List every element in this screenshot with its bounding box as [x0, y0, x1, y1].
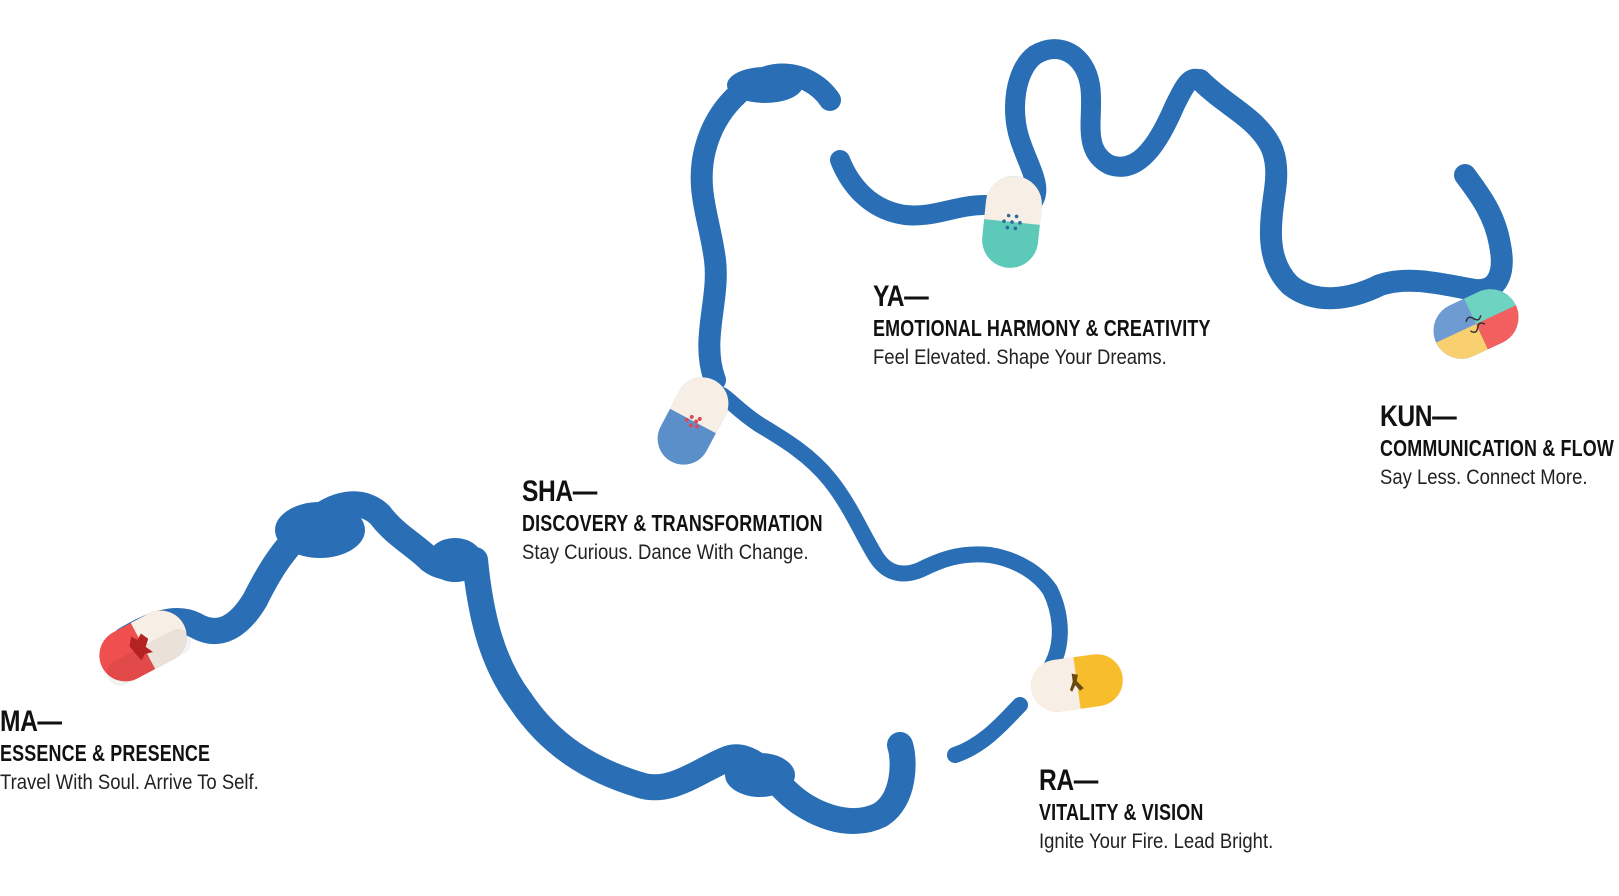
stage-theme: EMOTIONAL HARMONY & CREATIVITY	[873, 315, 1211, 341]
stage-kun: KUN— COMMUNICATION & FLOW Say Less. Conn…	[1380, 401, 1619, 491]
stage-tagline: Ignite Your Fire. Lead Bright.	[1039, 830, 1274, 853]
river-bend-right	[714, 387, 1068, 673]
stage-ma: MA— ESSENCE & PRESENCE Travel With Soul.…	[0, 706, 294, 796]
river-bulge-mid	[427, 538, 483, 582]
river-bulge-top	[727, 67, 803, 103]
stage-title: RA—	[1039, 764, 1098, 797]
capsule-sha	[657, 377, 729, 465]
dots-flower-icon	[1002, 213, 1022, 231]
river-ya-bend	[830, 150, 995, 226]
capsule-kun	[1433, 289, 1519, 359]
stage-ra: RA— VITALITY & VISION Ignite Your Fire. …	[1039, 765, 1305, 855]
capsule-ya	[982, 176, 1042, 268]
stage-sha: SHA— DISCOVERY & TRANSFORMATION Stay Cur…	[522, 476, 908, 566]
capsule-ma	[99, 610, 192, 686]
river-bulge-bottom	[725, 753, 795, 797]
stage-ya: YA— EMOTIONAL HARMONY & CREATIVITY Feel …	[873, 281, 1306, 371]
stage-title: MA—	[0, 705, 62, 738]
stage-theme: DISCOVERY & TRANSFORMATION	[522, 510, 823, 536]
river-upper-left	[690, 63, 841, 391]
river-path	[112, 39, 1513, 834]
river-ya-to-top	[1005, 39, 1210, 215]
stage-title: YA—	[873, 280, 929, 313]
deer-icon	[129, 633, 153, 661]
river-lower-right	[947, 697, 1028, 763]
stage-tagline: Say Less. Connect More.	[1380, 466, 1588, 489]
stage-theme: COMMUNICATION & FLOW	[1380, 435, 1614, 461]
coral-icon	[684, 414, 702, 429]
stage-title: KUN—	[1380, 400, 1457, 433]
stage-title: SHA—	[522, 475, 597, 508]
stage-tagline: Travel With Soul. Arrive To Self.	[0, 771, 259, 794]
capsule-ra	[1031, 654, 1123, 712]
dancer-icon	[1069, 673, 1084, 692]
river-bulge-left	[275, 502, 365, 558]
stage-tagline: Feel Elevated. Shape Your Dreams.	[873, 346, 1167, 369]
stage-tagline: Stay Curious. Dance With Change.	[522, 541, 809, 564]
stage-theme: VITALITY & VISION	[1039, 799, 1204, 825]
stage-theme: ESSENCE & PRESENCE	[0, 740, 211, 766]
swirl-icon	[1465, 315, 1486, 334]
river-right-loop	[1189, 69, 1513, 310]
